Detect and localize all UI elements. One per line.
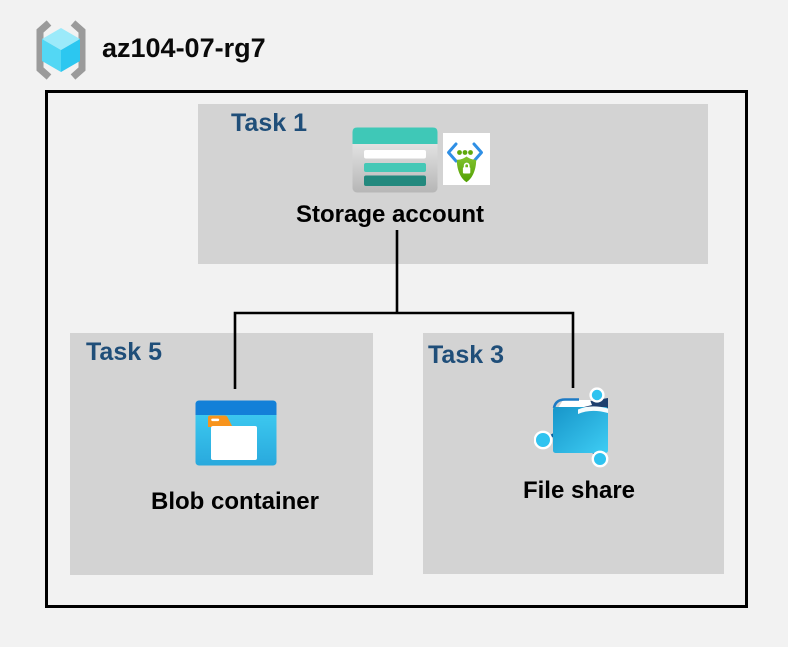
task1-label: Task 1	[231, 109, 307, 137]
blob-container-label: Blob container	[150, 488, 319, 515]
task3-label: Task 3	[428, 341, 504, 369]
file-share-label: File share	[522, 477, 636, 504]
resource-group-icon	[36, 20, 86, 80]
blob-container-icon	[195, 400, 277, 466]
resource-group-boundary	[45, 90, 748, 608]
storage-account-icon	[352, 127, 438, 193]
task5-label: Task 5	[86, 338, 162, 366]
secure-access-icon	[443, 133, 490, 185]
resource-group-title: az104-07-rg7	[102, 33, 266, 63]
file-share-icon	[534, 387, 609, 468]
storage-account-label: Storage account	[295, 201, 485, 228]
